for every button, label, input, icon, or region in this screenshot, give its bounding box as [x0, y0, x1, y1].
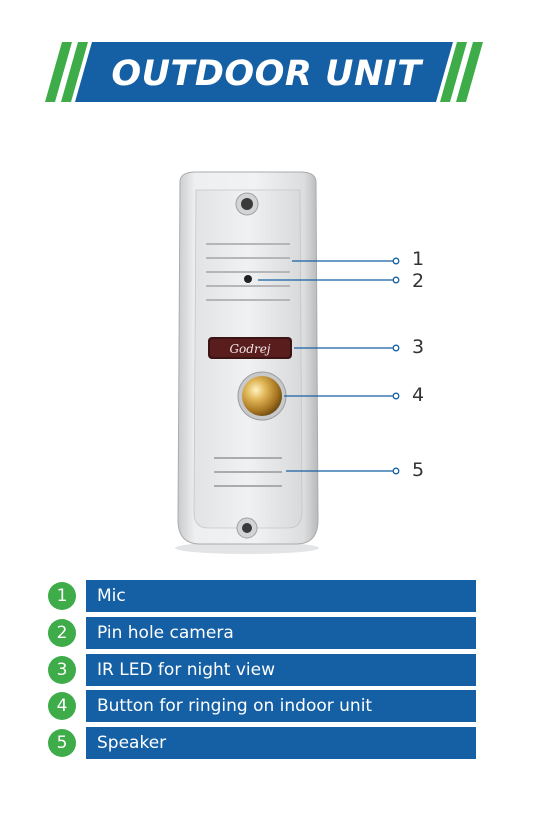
legend-item: 1 Mic [48, 580, 476, 612]
banner-stripe-left-1 [45, 42, 72, 102]
speaker-grille [214, 457, 282, 487]
legend-label: Pin hole camera [86, 616, 476, 649]
callout-number-5: 5 [411, 459, 425, 481]
legend-number-badge: 5 [48, 729, 76, 758]
callout-number-2: 2 [411, 270, 425, 292]
header-banner: OUTDOOR UNIT [0, 0, 533, 110]
legend-label: IR LED for night view [86, 653, 476, 686]
legend-number-badge: 2 [48, 618, 76, 647]
legend-item: 2 Pin hole camera [48, 616, 476, 649]
pinhole-camera [244, 275, 252, 283]
banner-stripe-right-2 [456, 42, 483, 102]
outdoor-unit-illustration: Godrej 1 2 3 4 5 [0, 160, 533, 560]
banner-stripe-left-2 [61, 42, 88, 102]
parts-legend: 1 Mic 2 Pin hole camera 3 IR LED for nig… [48, 580, 476, 764]
mic-grille [206, 243, 290, 301]
call-button [242, 376, 282, 416]
banner-graphic [45, 42, 483, 102]
device-drawing: Godrej [175, 171, 400, 554]
legend-label: Speaker [86, 727, 476, 760]
legend-number-badge: 3 [48, 655, 76, 684]
legend-number-badge: 1 [48, 582, 76, 610]
legend-label: Mic [86, 580, 476, 612]
device-shadow [175, 542, 319, 554]
callout-number-4: 4 [411, 384, 425, 406]
legend-item: 4 Button for ringing on indoor unit [48, 690, 476, 723]
callout-number-1: 1 [411, 248, 425, 270]
banner-blue-panel [75, 42, 453, 102]
legend-number-badge: 4 [48, 692, 76, 721]
legend-label: Button for ringing on indoor unit [86, 690, 476, 723]
page-title: OUTDOOR UNIT [111, 54, 422, 94]
callout-number-3: 3 [411, 336, 425, 358]
banner-stripe-right-1 [440, 42, 467, 102]
legend-item: 5 Speaker [48, 727, 476, 760]
brand-logo: Godrej [229, 342, 270, 356]
legend-item: 3 IR LED for night view [48, 653, 476, 686]
